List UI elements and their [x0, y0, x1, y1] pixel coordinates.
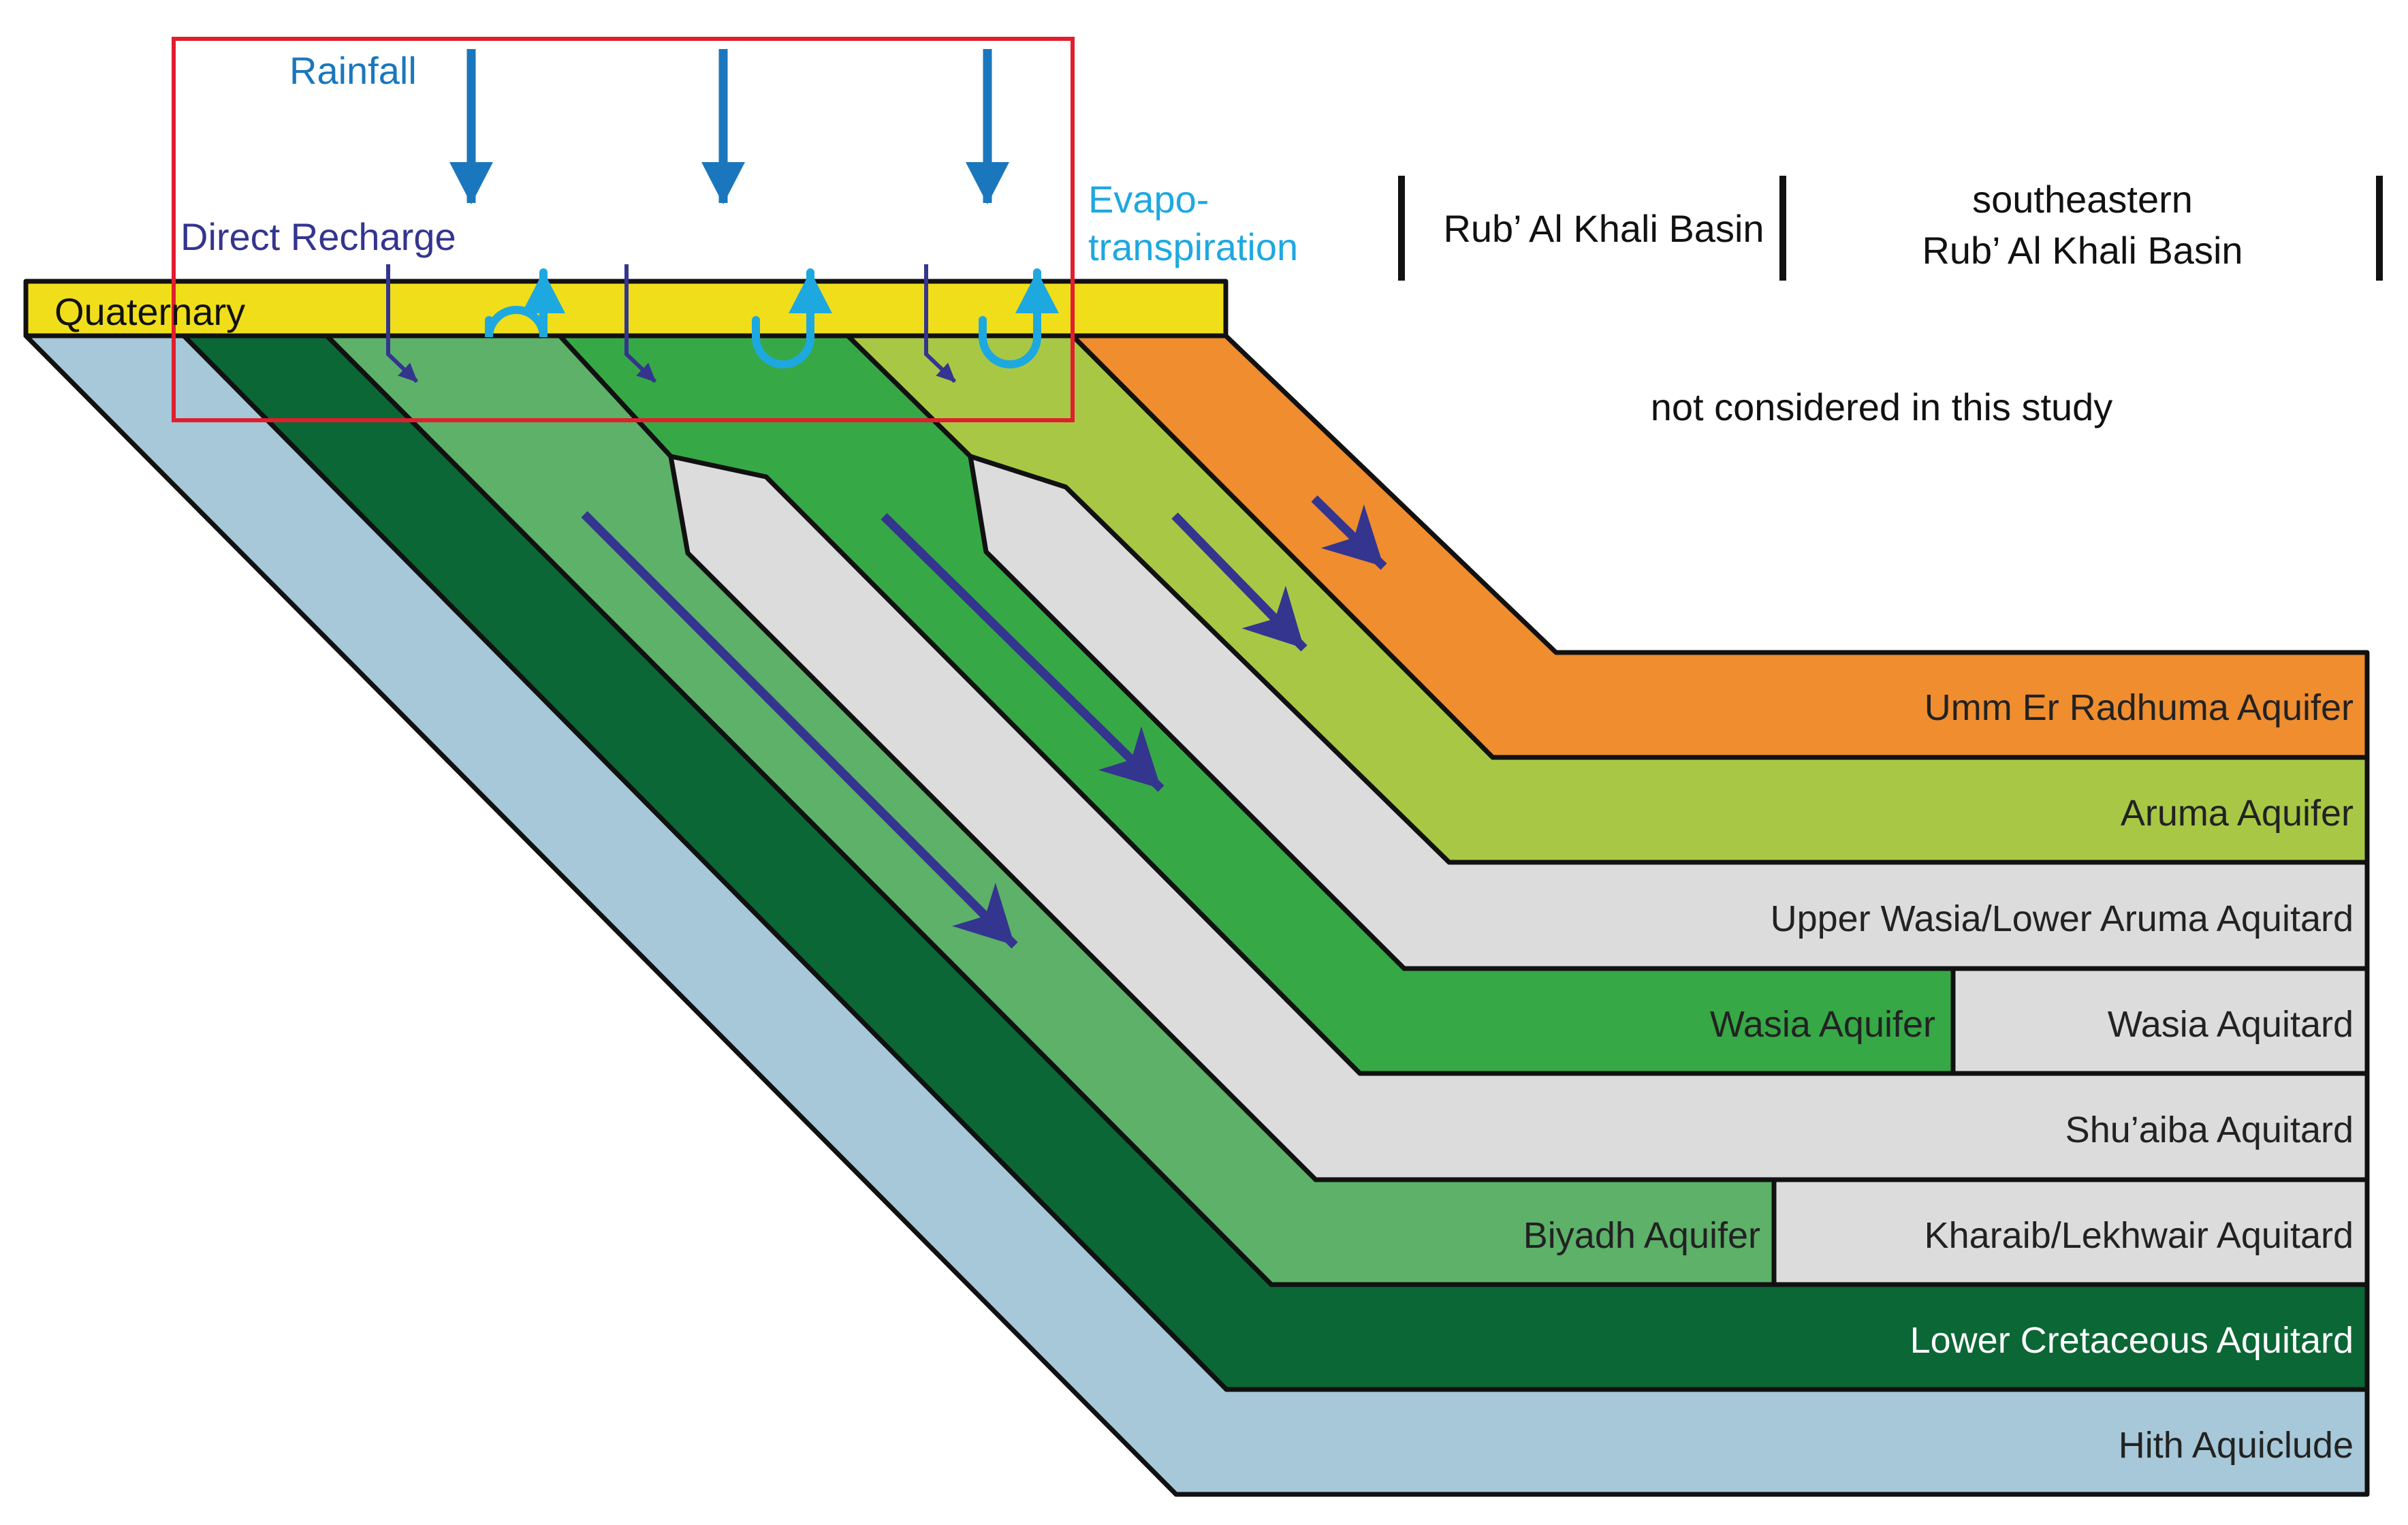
lower-cretaceous-label: Lower Cretaceous Aquitard [1910, 1320, 2354, 1361]
flow-arrow-wasia [881, 513, 1165, 792]
recharge-arrow-2 [624, 264, 657, 383]
upper-wasia-label: Upper Wasia/Lower Aruma Aquitard [1771, 898, 2354, 939]
wasia-aquitard-label: Wasia Aquitard [2108, 1004, 2354, 1045]
rainfall-label: Rainfall [289, 49, 417, 92]
recharge-arrow-1 [386, 264, 419, 383]
basin-label: Rub’ Al Khali Basin [1443, 207, 1764, 250]
not-considered-label: not considered in this study [1651, 386, 2113, 428]
quaternary-label: Quaternary [54, 290, 245, 333]
evapotranspiration-arrow-1 [485, 268, 565, 338]
wasia-aquifer-label: Wasia Aquifer [1710, 1004, 1935, 1045]
biyadh-label: Biyadh Aquifer [1523, 1215, 1760, 1256]
recharge-arrow-3 [924, 264, 957, 383]
aruma-label: Aruma Aquifer [2121, 793, 2354, 834]
flow-arrow-aruma [1171, 512, 1308, 652]
kharaib-label: Kharaib/Lekhwair Aquitard [1924, 1215, 2354, 1256]
flow-arrow-umm-er-radhuma [1311, 495, 1387, 570]
shuaiba-label: Shu’aiba Aquitard [2065, 1110, 2354, 1150]
umm-er-radhuma-label: Umm Er Radhuma Aquifer [1924, 687, 2354, 728]
evapotranspiration-label-line1: Evapo- [1088, 178, 1209, 221]
evapotranspiration-arrow-2 [752, 268, 832, 368]
recharge-zone-box [172, 37, 1075, 422]
southeastern-label-line1: southeastern [1972, 178, 2193, 221]
southeastern-label-line2: Rub’ Al Khali Basin [1922, 229, 2243, 272]
evapotranspiration-arrow-3 [979, 268, 1059, 368]
direct-recharge-label: Direct Recharge [180, 215, 456, 258]
hith-label: Hith Aquiclude [2119, 1425, 2354, 1466]
flow-arrow-biyadh [581, 511, 1018, 949]
evapotranspiration-label-line2: transpiration [1088, 225, 1298, 268]
